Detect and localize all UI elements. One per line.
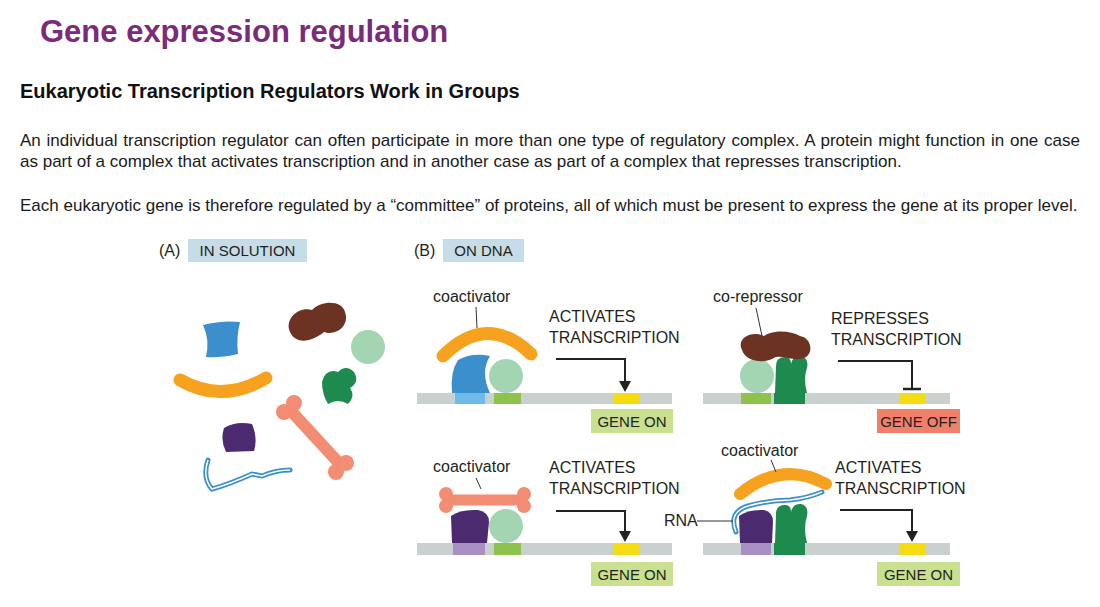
rna-molecule [206, 460, 290, 489]
box-label: GENE ON [884, 566, 953, 583]
dna-strand [703, 393, 950, 404]
darkgreen-protein [322, 368, 356, 404]
blue-protein [203, 321, 240, 357]
salmon-protein-knob [338, 455, 354, 471]
gene-region [613, 393, 640, 404]
activation-arrow [556, 359, 625, 383]
orange-protein [180, 378, 266, 392]
body-paragraph: Each eukaryotic gene is therefore regula… [20, 195, 1080, 216]
leader-line [697, 521, 733, 522]
binding-site [741, 393, 771, 404]
panel-letter: (B) [414, 239, 442, 262]
box-label: IN SOLUTION [200, 242, 296, 259]
gene-state-box: GENE ON [591, 409, 673, 433]
part-label: coactivator [721, 441, 841, 461]
dna-strand [417, 393, 672, 404]
coactivator-protein [439, 487, 531, 513]
binding-site [774, 543, 805, 555]
coactivator-knob [439, 487, 453, 501]
coactivator-knob [517, 487, 531, 501]
box-label: GENE ON [597, 413, 666, 430]
coactivator-shaft [448, 495, 522, 506]
effect-label: ACTIVATES TRANSCRIPTION [835, 457, 980, 499]
salmon-protein-knob [286, 395, 302, 411]
purple-protein [222, 423, 255, 452]
arrow-head [619, 531, 631, 542]
gene-region [613, 543, 640, 555]
coactivator-protein [443, 333, 531, 356]
rna-molecule [734, 492, 822, 532]
brown-protein [289, 303, 346, 341]
binding-site [494, 393, 521, 404]
coactivator-knob [517, 499, 531, 513]
binding-site [494, 543, 521, 555]
effect-label: REPRESSES TRANSCRIPTION [831, 308, 976, 350]
effect-label: ACTIVATES TRANSCRIPTION [549, 306, 694, 348]
rna-molecule-core [206, 460, 290, 489]
coactivator-knob [439, 499, 453, 513]
rna-molecule-core [734, 492, 822, 532]
panel-letter: (A) [159, 239, 187, 262]
gene-state-box: GENE OFF [877, 409, 960, 433]
salmon-protein [276, 395, 354, 480]
box-label: GENE OFF [880, 413, 957, 430]
purple-protein [451, 510, 489, 543]
gene-state-box: GENE ON [591, 562, 673, 586]
binding-site [453, 543, 485, 555]
darkgreen-protein [775, 356, 807, 393]
body-paragraph: An individual transcription regulator ca… [20, 130, 1080, 172]
leader-line [476, 307, 477, 328]
lightgreen-protein [489, 509, 523, 543]
binding-site [741, 543, 771, 555]
binding-site [774, 393, 805, 404]
box-label: GENE ON [597, 566, 666, 583]
panel-label-box: ON DNA [443, 239, 524, 262]
corepressor-protein [741, 332, 811, 362]
panel-label-box: IN SOLUTION [188, 239, 307, 262]
arrow-head [906, 531, 918, 542]
gene-region [899, 393, 926, 404]
gene-state-box: GENE ON [877, 562, 960, 586]
arrow-head [619, 381, 631, 392]
blue-protein [452, 355, 490, 393]
leader-line [771, 460, 776, 472]
activation-arrow [556, 511, 625, 533]
part-label: coactivator [433, 457, 553, 477]
lightgreen-protein [489, 359, 523, 393]
part-label: RNA [664, 511, 704, 531]
box-label: ON DNA [454, 242, 512, 259]
effect-label: ACTIVATES TRANSCRIPTION [549, 457, 694, 499]
binding-site [455, 393, 485, 404]
part-label: coactivator [433, 287, 553, 307]
section-heading: Eukaryotic Transcription Regulators Work… [20, 80, 920, 103]
part-label: co-repressor [713, 287, 833, 307]
darkgreen-protein [775, 504, 807, 543]
repression-bar [903, 388, 921, 391]
salmon-protein-shaft [292, 412, 338, 462]
leader-line [756, 308, 762, 336]
dna-strand [417, 543, 672, 555]
leader-line [476, 478, 481, 489]
lightgreen-protein [740, 359, 774, 393]
lightgreen-protein [351, 330, 385, 364]
gene-region [899, 543, 926, 555]
slide-title: Gene expression regulation [40, 14, 448, 50]
purple-protein [739, 510, 773, 543]
activation-arrow [840, 510, 912, 533]
repression-line [838, 361, 912, 389]
coactivator-protein [740, 474, 826, 494]
dna-strand [703, 543, 950, 555]
